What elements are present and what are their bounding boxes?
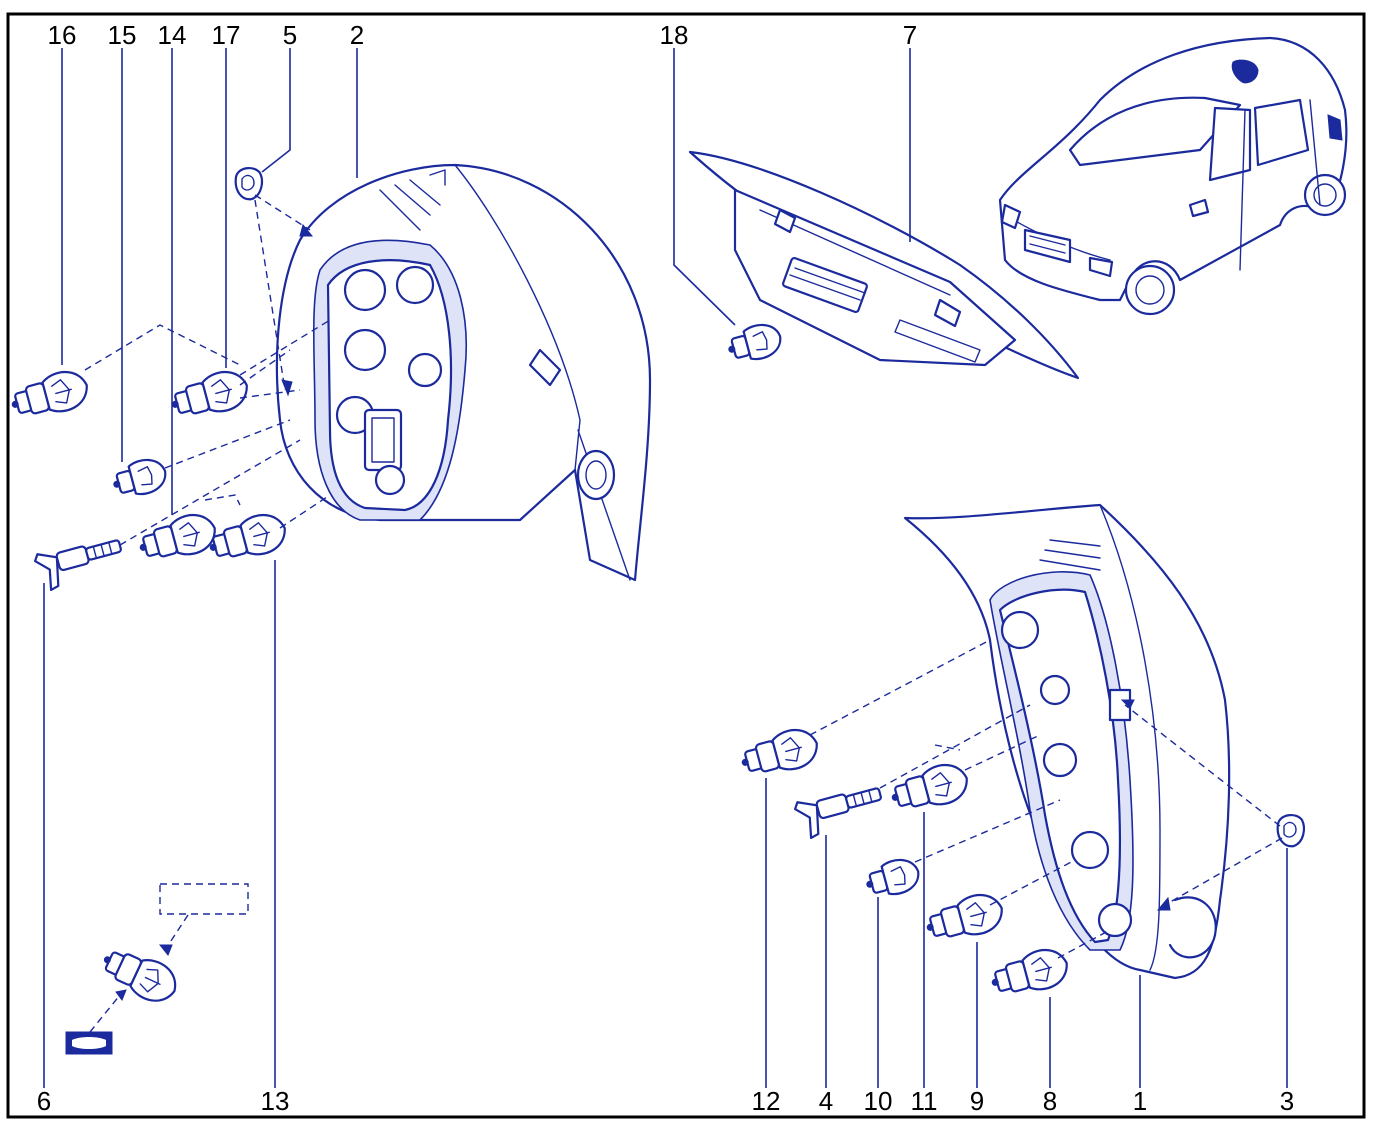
callout-7: 7: [903, 20, 917, 50]
alignment-lines: [84, 194, 1283, 959]
callout-12: 12: [752, 1086, 781, 1116]
clip-icon: [234, 166, 264, 201]
car-icon: [998, 36, 1348, 316]
callout-9: 9: [970, 1086, 984, 1116]
callout-1: 1: [1133, 1086, 1147, 1116]
callout-3: 3: [1280, 1086, 1294, 1116]
callout-18: 18: [660, 20, 689, 50]
leader-lines: [43, 48, 1288, 1088]
callout-16: 16: [48, 20, 77, 50]
clip-icon: [1276, 813, 1306, 848]
callout-5: 5: [283, 20, 297, 50]
callout-11: 11: [911, 1086, 938, 1116]
bulb-removal-detail: [65, 883, 249, 1055]
callout-6: 6: [37, 1086, 51, 1116]
callout-15: 15: [108, 20, 137, 50]
callout-17: 17: [212, 20, 241, 50]
callout-13: 13: [261, 1086, 290, 1116]
callout-8: 8: [1043, 1086, 1057, 1116]
callout-4: 4: [819, 1086, 833, 1116]
left-tail-lamp-icon: [275, 163, 652, 582]
callout-14: 14: [158, 20, 187, 50]
callout-2: 2: [350, 20, 364, 50]
high-mount-stop-lamp-icon: [688, 150, 1080, 380]
callout-10: 10: [864, 1086, 893, 1116]
callout-numbers: 16 15 14 17 5 2 18 7 6 13 12 4 10 11 9 8…: [37, 20, 1294, 1116]
right-tail-lamp-icon: [903, 503, 1231, 980]
